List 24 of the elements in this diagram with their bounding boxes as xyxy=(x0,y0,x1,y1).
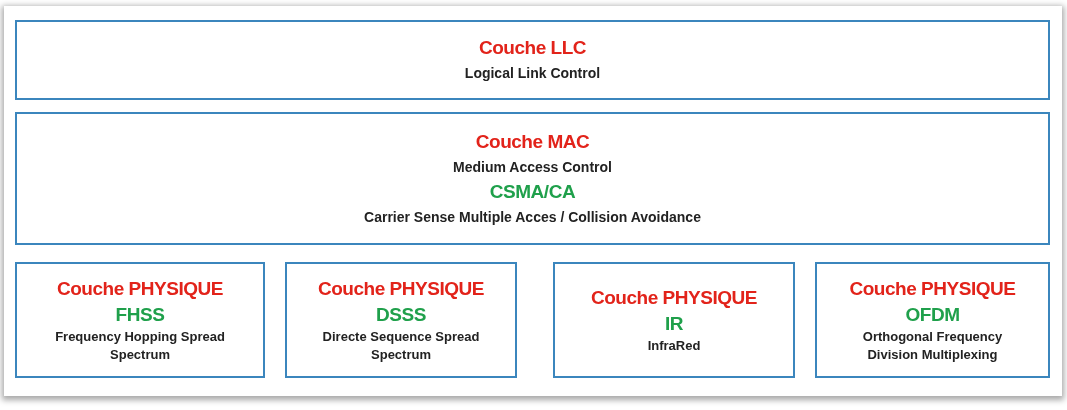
layer-description: Orthogonal Frequency Division Multiplexing xyxy=(861,328,1004,364)
layer-title: Couche PHYSIQUE xyxy=(318,277,484,301)
layer-box xyxy=(15,262,265,378)
protocol-name: DSSS xyxy=(376,303,426,327)
layer-description: Logical Link Control xyxy=(464,64,601,83)
layer-description: Medium Access Control xyxy=(453,157,612,177)
layer-box xyxy=(285,262,517,378)
layer-box xyxy=(815,262,1050,378)
layer-title: Couche PHYSIQUE xyxy=(591,286,757,310)
protocol-name: OFDM xyxy=(905,303,960,327)
layer-box xyxy=(15,20,1050,100)
layer-title: Couche PHYSIQUE xyxy=(849,277,1016,301)
protocol-name: CSMA/CA xyxy=(489,179,576,204)
protocol-name: IR xyxy=(664,312,684,336)
layer-description: Directe Sequence Spread Spectrum xyxy=(321,328,481,364)
layer-title: Couche PHYSIQUE xyxy=(57,277,223,301)
layer-box xyxy=(553,262,795,378)
layer-description: Carrier Sense Multiple Acces / Collision Avoidance xyxy=(364,207,701,227)
layer-box xyxy=(15,112,1050,245)
protocol-name: FHSS xyxy=(115,303,165,327)
layer-description: InfraRed xyxy=(646,337,702,355)
layer-description: Frequency Hopping Spread Spectrum xyxy=(54,328,226,364)
layer-title: Couche LLC xyxy=(478,36,587,60)
layer-title: Couche MAC xyxy=(475,129,590,154)
